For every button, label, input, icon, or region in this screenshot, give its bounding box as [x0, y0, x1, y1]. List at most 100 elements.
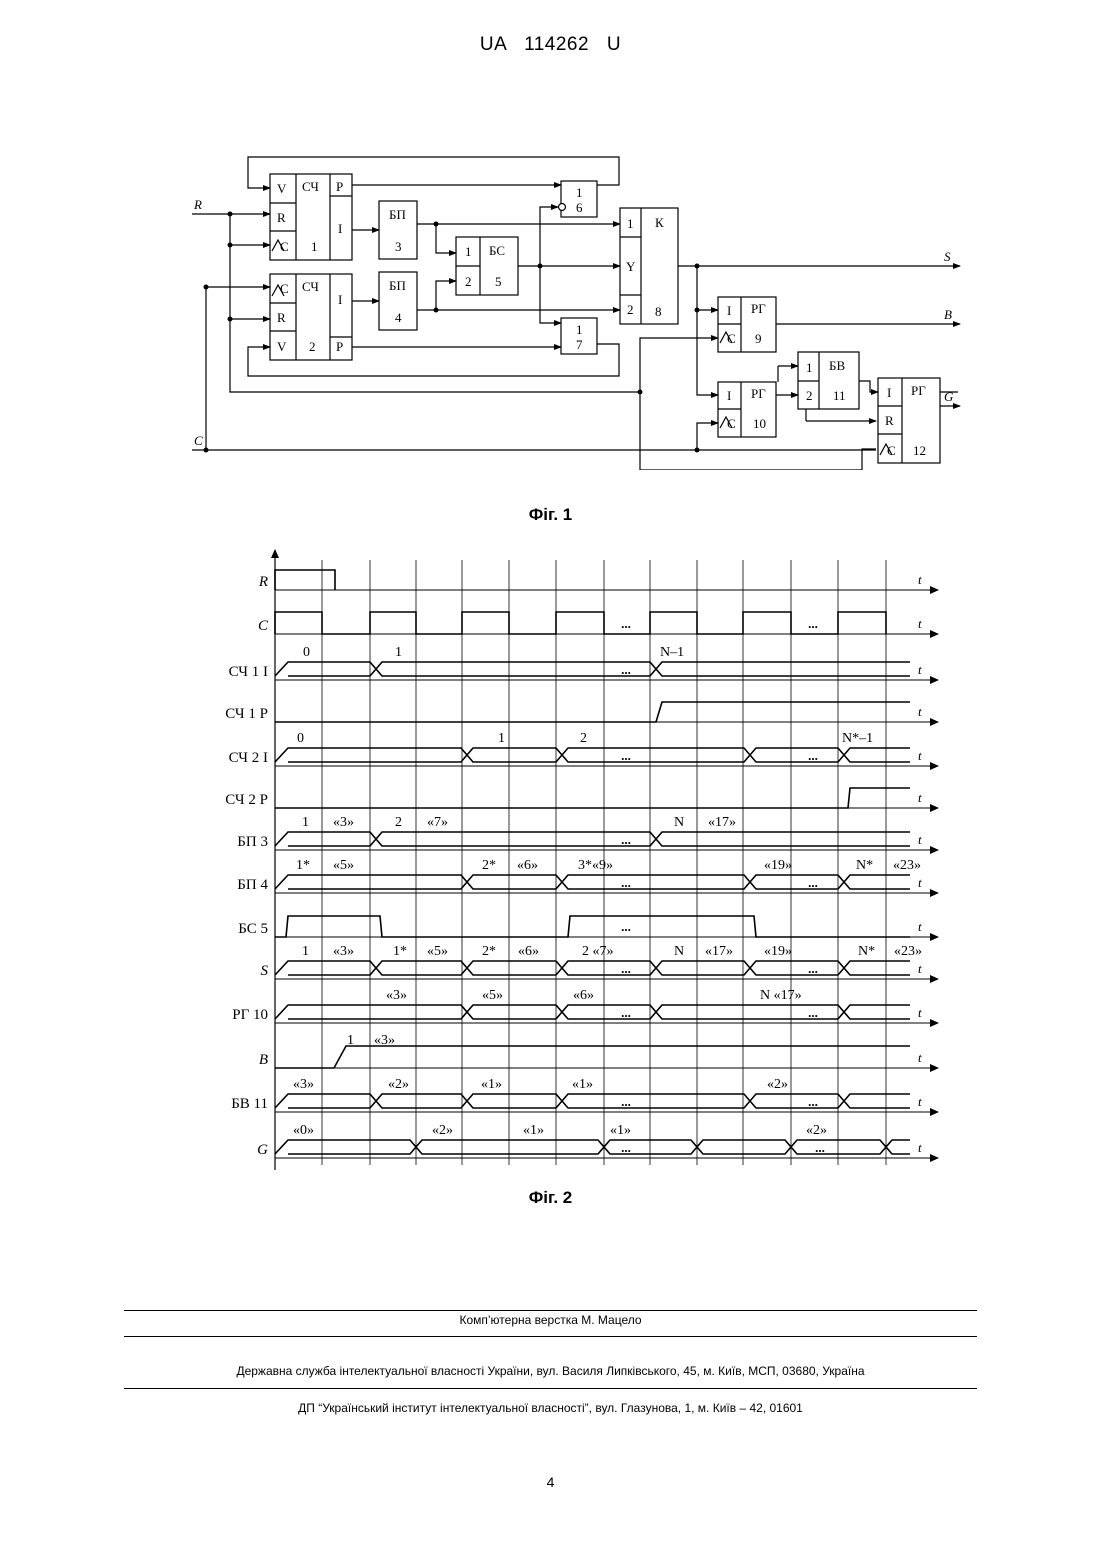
ellipsis-mark: ... — [621, 961, 631, 976]
gate6-num: 6 — [576, 200, 583, 215]
row-label: БП 3 — [237, 834, 268, 850]
k8-num: 8 — [655, 304, 662, 319]
page-number: 4 — [0, 1474, 1101, 1490]
footer-service: Державна служба інтелектуальної власност… — [0, 1364, 1101, 1378]
cnt2-title: СЧ — [302, 279, 319, 294]
row-label: РГ 10 — [232, 1007, 268, 1023]
value-label: «5» — [427, 944, 448, 959]
value-label: «3» — [386, 988, 407, 1003]
value-label: «2» — [806, 1123, 827, 1138]
value-label: 2 — [580, 731, 587, 746]
gate7-title: 1 — [576, 322, 583, 337]
cnt1-p: P — [336, 179, 343, 194]
time-axis-label: t — [918, 875, 922, 890]
k8-in1: 1 — [627, 216, 634, 231]
value-label: «23» — [894, 944, 922, 959]
value-label: N–1 — [660, 645, 684, 660]
output-s-label: S — [944, 249, 951, 264]
ellipsis-mark: ... — [621, 875, 631, 890]
time-axis-label: t — [918, 704, 922, 719]
rg9-i: I — [727, 303, 731, 318]
cnt2-c: C — [280, 281, 289, 296]
cnt1-i-waveform — [288, 662, 910, 676]
ellipsis-mark: ... — [621, 919, 631, 934]
k8-in2: 2 — [627, 302, 634, 317]
bv11-in1: 1 — [806, 360, 813, 375]
rg10-i: I — [727, 388, 731, 403]
value-label: «1» — [523, 1123, 544, 1138]
value-label: «1» — [481, 1077, 502, 1092]
value-label: 1 — [395, 645, 402, 660]
inverter-circle — [559, 204, 566, 211]
bp4-title: БП — [389, 278, 406, 293]
time-axis-label: t — [918, 1140, 922, 1155]
ellipsis-mark: ... — [621, 1005, 631, 1020]
value-label: «23» — [893, 858, 921, 873]
value-label: «5» — [482, 988, 503, 1003]
gate7-num: 7 — [576, 337, 583, 352]
footer-layout: Комп’ютерна верстка М. Мацело — [0, 1313, 1101, 1327]
ellipsis-mark: ... — [808, 961, 818, 976]
bv11-num: 11 — [833, 388, 846, 403]
row-label: БП 4 — [237, 877, 268, 893]
value-label: 2* — [482, 858, 496, 873]
value-label: «1» — [572, 1077, 593, 1092]
r-waveform — [275, 570, 335, 590]
ellipsis-mark: ... — [621, 616, 631, 631]
time-axis-label: t — [918, 1005, 922, 1020]
time-axis-label: t — [918, 832, 922, 847]
time-axis-label: t — [918, 1050, 922, 1065]
output-g-label: G — [944, 389, 954, 404]
ellipsis-mark: ... — [808, 616, 818, 631]
value-label: «2» — [432, 1123, 453, 1138]
rg12-c: C — [887, 443, 896, 458]
ellipsis-mark: ... — [815, 1140, 825, 1155]
row-label: БВ 11 — [231, 1096, 268, 1112]
bp3-waveform — [288, 832, 910, 846]
bv11-in2: 2 — [806, 388, 813, 403]
cnt2-p: P — [336, 339, 343, 354]
c-waveform — [275, 612, 886, 634]
row-label: СЧ 1 P — [225, 706, 268, 722]
cnt2-r: R — [277, 310, 286, 325]
fig2-timing-diagram: RtCtСЧ 1 It01N–1СЧ 1 PtСЧ 2 It012N*–1СЧ … — [0, 540, 1101, 1180]
bp4-num: 4 — [395, 310, 402, 325]
rg12-r: R — [885, 413, 894, 428]
value-label: «3» — [333, 944, 354, 959]
fig2-caption: Фіг. 2 — [0, 1188, 1101, 1208]
rg10-c: C — [727, 416, 736, 431]
cnt1-c: C — [280, 239, 289, 254]
rg12-title: РГ — [911, 383, 926, 398]
row-label: БС 5 — [238, 921, 268, 937]
row-label: S — [261, 963, 269, 979]
value-label: 1* — [296, 858, 310, 873]
cnt2-v: V — [277, 339, 287, 354]
header-kind: U — [607, 34, 621, 55]
ellipsis-mark: ... — [808, 875, 818, 890]
cnt1-title: СЧ — [302, 179, 319, 194]
value-label: «0» — [293, 1123, 314, 1138]
value-label: «7» — [427, 815, 448, 830]
value-label: N «17» — [760, 988, 802, 1003]
value-label: N* — [856, 858, 873, 873]
bs5-title: БС — [489, 243, 505, 258]
value-label: 2 — [395, 815, 402, 830]
row-label: СЧ 1 I — [229, 664, 268, 680]
input-r-label: R — [193, 197, 202, 212]
rg10-num: 10 — [753, 416, 766, 431]
ellipsis-mark: ... — [808, 1005, 818, 1020]
ellipsis-mark: ... — [621, 832, 631, 847]
ellipsis-mark: ... — [621, 662, 631, 677]
time-axis-label: t — [918, 919, 922, 934]
footer-institute: ДП “Український інститут інтелектуальної… — [0, 1401, 1101, 1415]
value-label: «19» — [764, 944, 792, 959]
time-axis-label: t — [918, 1094, 922, 1109]
bp3-num: 3 — [395, 239, 402, 254]
row-label: C — [258, 618, 269, 634]
value-label: N — [674, 944, 684, 959]
cnt1-num: 1 — [311, 239, 318, 254]
value-label: «6» — [573, 988, 594, 1003]
time-axis-label: t — [918, 748, 922, 763]
cnt2-num: 2 — [309, 339, 316, 354]
k8-title: К — [655, 215, 664, 230]
